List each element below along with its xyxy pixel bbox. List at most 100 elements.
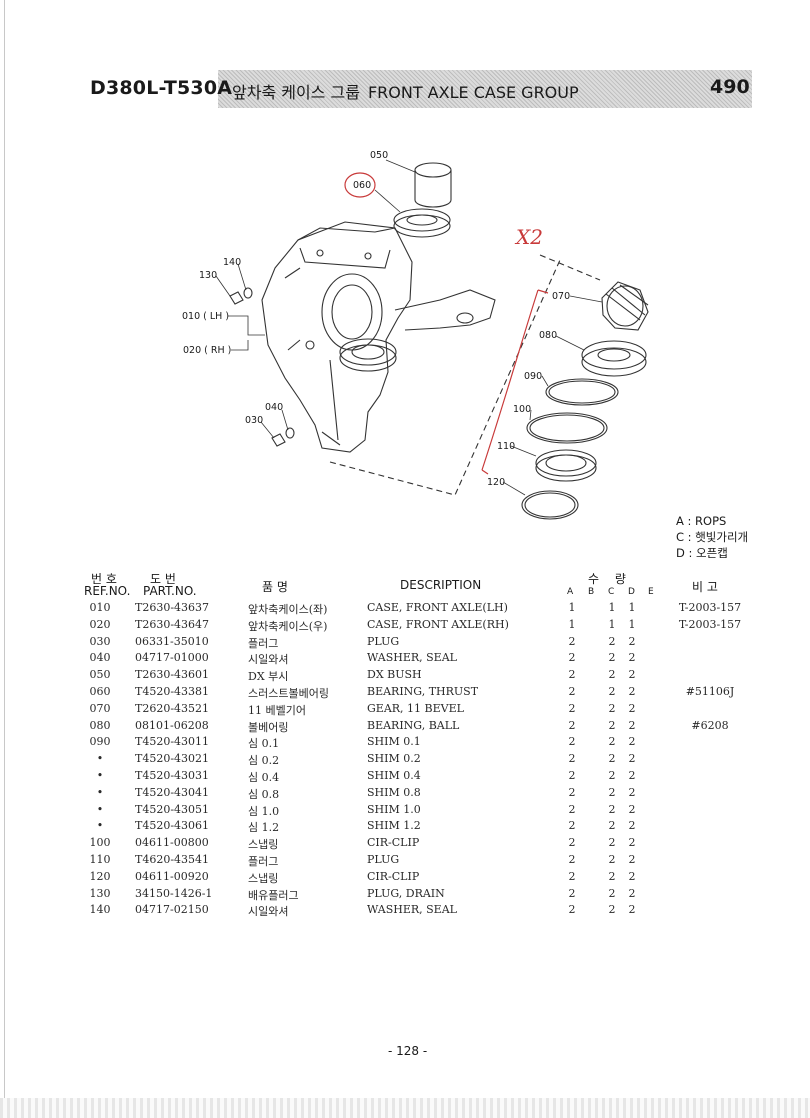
header-part-korean: 도 번	[150, 572, 176, 586]
description-cell: BEARING, BALL	[367, 718, 460, 732]
ref-number-cell: 020	[89, 617, 111, 631]
page-title-korean: 앞차축 케이스 그룹	[232, 83, 360, 102]
korean-name-cell: DX 부시	[248, 670, 289, 684]
description-cell: SHIM 1.0	[367, 802, 421, 816]
qty-d-cell: 2	[628, 836, 636, 850]
callout-010: 010 ( LH )	[182, 311, 229, 322]
qty-d-cell: 2	[628, 819, 636, 833]
remark-cell: #51106J	[685, 685, 735, 698]
qty-a-cell: 2	[568, 701, 576, 715]
qty-a-cell: 2	[568, 903, 576, 917]
part-number-cell: T2620-43521	[135, 701, 210, 715]
qty-c-cell: 2	[608, 752, 616, 766]
part-number-cell: T4520-43021	[135, 752, 210, 766]
qty-a-cell: 2	[568, 819, 576, 833]
page-left-edge	[4, 0, 5, 1118]
dx-bush-drawing	[414, 162, 452, 208]
korean-name-cell: 앞차축케이스(좌)	[248, 603, 328, 616]
description-cell: WASHER, SEAL	[367, 651, 457, 665]
ref-number-cell: 110	[89, 853, 111, 866]
part-number-cell: 04717-02150	[135, 903, 209, 917]
callout-110: 110	[497, 441, 515, 452]
header-qty-e: E	[648, 587, 654, 597]
qty-c-cell: 2	[608, 869, 616, 883]
qty-d-cell: 2	[628, 853, 636, 866]
korean-name-cell: 심 1.2	[248, 821, 280, 835]
description-cell: SHIM 0.2	[367, 752, 421, 766]
header-qty-d: D	[628, 587, 635, 597]
ref-number-cell: •	[96, 769, 104, 782]
qty-a-cell: 2	[568, 836, 576, 850]
qty-a-cell: 2	[568, 651, 576, 665]
header-qty-b: B	[588, 587, 595, 597]
qty-a-cell: 2	[568, 668, 576, 682]
note-open-cab: D : 오픈캡	[676, 546, 728, 560]
qty-c-cell: 2	[608, 819, 616, 833]
qty-a-cell: 1	[568, 617, 576, 631]
note-sunshade: C : 햇빛가리개	[676, 530, 748, 544]
header-ref-korean: 번 호	[91, 572, 117, 586]
qty-c-cell: 2	[608, 735, 616, 749]
part-number-cell: 04717-01000	[135, 651, 209, 665]
model-code: D380L-T530A	[90, 77, 233, 99]
ref-number-cell: 050	[89, 668, 111, 682]
header-remarks-korean: 비 고	[692, 580, 718, 594]
qty-a-cell: 2	[568, 752, 576, 766]
header-ref-no: REF.NO.	[84, 584, 131, 598]
front-axle-case-drawing	[261, 221, 496, 453]
description-cell: SHIM 0.1	[367, 735, 421, 749]
header-qty-c: C	[608, 587, 615, 597]
qty-d-cell: 2	[628, 769, 636, 782]
ref-number-cell: 010	[89, 601, 111, 614]
description-cell: CASE, FRONT AXLE(LH)	[367, 601, 508, 614]
qty-a-cell: 2	[568, 634, 576, 648]
qty-c-cell: 2	[608, 701, 616, 715]
side-plug-drawing	[271, 427, 295, 447]
callout-020: 020 ( RH )	[183, 345, 231, 356]
qty-d-cell: 2	[628, 735, 636, 749]
qty-d-cell: 1	[628, 601, 636, 614]
korean-name-cell: 스냅링	[248, 871, 279, 885]
ref-number-cell: •	[96, 819, 104, 833]
korean-name-cell: 스러스트볼베어링	[248, 687, 329, 700]
red-bracket-mark	[481, 289, 539, 471]
qty-c-cell: 2	[608, 836, 616, 850]
qty-c-cell: 2	[608, 668, 616, 682]
ref-number-cell: 120	[89, 869, 111, 883]
qty-d-cell: 2	[628, 634, 636, 648]
korean-name-cell: 심 1.0	[248, 804, 280, 818]
remark-cell: #6208	[691, 718, 729, 732]
ref-number-cell: 040	[89, 651, 111, 665]
assembly-outline-lines	[329, 259, 561, 496]
ref-number-cell: 140	[89, 903, 111, 917]
qty-a-cell: 2	[568, 802, 576, 816]
description-cell: CIR-CLIP	[367, 869, 420, 883]
description-cell: WASHER, SEAL	[367, 903, 457, 917]
part-number-cell: 04611-00800	[135, 836, 209, 850]
part-number-cell: 08101-06208	[135, 718, 209, 732]
callout-130: 130	[199, 270, 217, 281]
drain-plug-drawing	[229, 287, 253, 305]
part-number-cell: T4520-43061	[135, 819, 210, 833]
qty-d-cell: 2	[628, 752, 636, 766]
ref-number-cell: •	[96, 752, 104, 766]
ref-number-cell: •	[96, 802, 104, 816]
part-number-cell: T4520-43031	[135, 769, 210, 782]
korean-name-cell: 심 0.2	[248, 754, 280, 768]
header-quantity-korean: 수 량	[588, 572, 632, 586]
description-cell: GEAR, 11 BEVEL	[367, 701, 464, 715]
qty-d-cell: 2	[628, 869, 636, 883]
qty-d-cell: 2	[628, 886, 636, 900]
description-cell: PLUG	[367, 853, 400, 866]
qty-c-cell: 2	[608, 802, 616, 816]
korean-name-cell: 심 0.1	[248, 737, 280, 751]
qty-a-cell: 2	[568, 718, 576, 732]
